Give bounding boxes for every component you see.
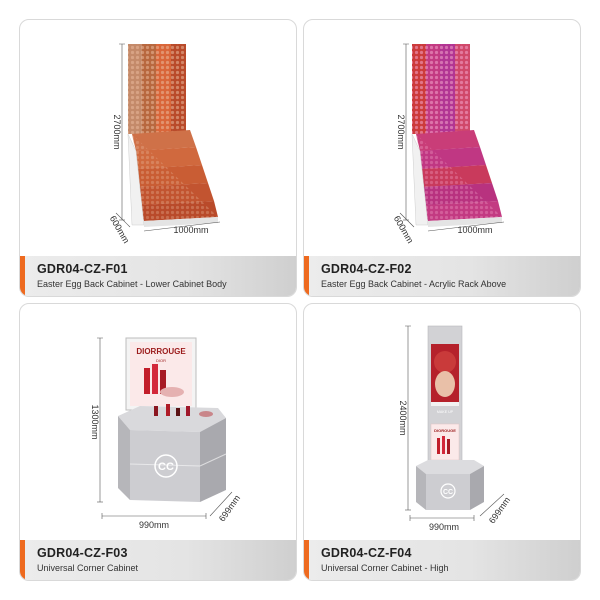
poster-brand: DIOROUGE	[434, 428, 456, 433]
accent-stripe	[304, 540, 309, 580]
product-description: Universal Corner Cabinet	[37, 563, 139, 573]
accent-stripe	[20, 540, 25, 580]
dimension-height: 2400mm	[398, 400, 408, 435]
dimension-height: 2700mm	[112, 114, 122, 149]
caption-bar: GDR04-CZ-F03 Universal Corner Cabinet	[20, 540, 296, 580]
brand-logo-icon	[154, 454, 178, 478]
product-code: GDR04-CZ-F04	[321, 546, 412, 560]
dimension-height: 2700mm	[396, 114, 406, 149]
accent-stripe	[304, 256, 309, 296]
product-description: Universal Corner Cabinet - High	[321, 563, 449, 573]
product-card-f02[interactable]: 2700mm 600mm 1000mm GDR04-CZ-F02 Easter …	[303, 19, 581, 297]
poster-tagline: DIOR	[156, 358, 166, 363]
dimension-width: 990mm	[429, 522, 459, 532]
poster-brand: DIORROUGE	[136, 347, 186, 356]
caption-bar: GDR04-CZ-F01 Easter Egg Back Cabinet - L…	[20, 256, 296, 296]
product-code: GDR04-CZ-F02	[321, 262, 412, 276]
dimension-depth: 699mm	[487, 495, 512, 525]
brand-logo-icon	[440, 483, 456, 499]
accent-stripe	[20, 256, 25, 296]
dimension-height: 1300mm	[90, 404, 100, 439]
svg-text:CC: CC	[443, 489, 453, 496]
product-card-f01[interactable]: 2700mm 600mm 1000mm GDR04-CZ-F01 Easter …	[19, 19, 297, 297]
product-image-f01: 2700mm 600mm 1000mm	[108, 43, 221, 245]
cabinet-body	[426, 474, 470, 510]
dimension-width: 1000mm	[173, 225, 208, 235]
product-image-f02: 2700mm 600mm 1000mm	[392, 43, 505, 245]
dimension-depth: 699mm	[217, 493, 242, 523]
product-code: GDR04-CZ-F03	[37, 546, 128, 560]
product-description: Easter Egg Back Cabinet - Acrylic Rack A…	[321, 279, 507, 289]
caption-bar: GDR04-CZ-F04 Universal Corner Cabinet - …	[304, 540, 580, 580]
product-image-f03: DIORROUGE DIOR CC 1300mm 990mm 699mm	[90, 337, 242, 530]
poster-makeup-label: MAKE UP	[437, 410, 454, 414]
svg-text:CC: CC	[158, 461, 174, 473]
product-card-f03[interactable]: DIORROUGE DIOR CC 1300mm 990mm 699mm	[19, 303, 297, 581]
product-image-f04: MAKE UP DIOROUGE CC 2400mm 990mm 699mm	[398, 325, 512, 532]
product-description: Easter Egg Back Cabinet - Lower Cabinet …	[37, 279, 227, 289]
dimension-depth: 600mm	[108, 214, 132, 245]
dimension-width: 1000mm	[457, 225, 492, 235]
dimension-width: 990mm	[139, 520, 169, 530]
product-code: GDR04-CZ-F01	[37, 262, 128, 276]
product-card-f04[interactable]: MAKE UP DIOROUGE CC 2400mm 990mm 699mm G…	[303, 303, 581, 581]
cabinet-body	[130, 430, 200, 502]
dimension-depth: 600mm	[392, 214, 416, 245]
caption-bar: GDR04-CZ-F02 Easter Egg Back Cabinet - A…	[304, 256, 580, 296]
